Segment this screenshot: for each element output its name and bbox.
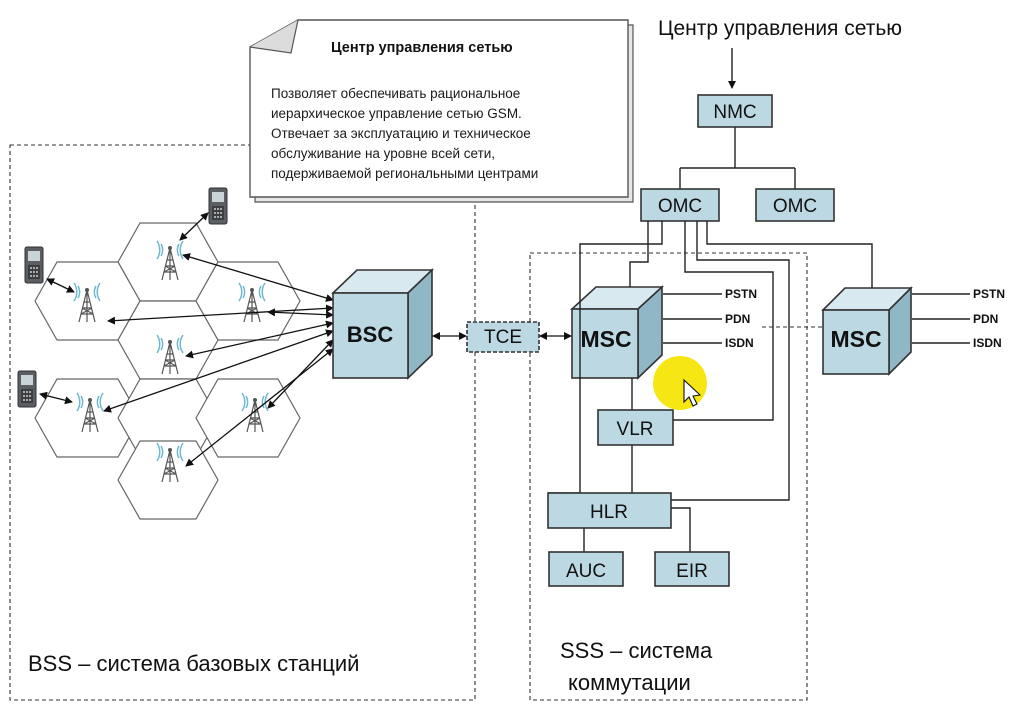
- sss-label-line1: SSS – система: [560, 638, 713, 663]
- vlr-node: VLR: [597, 409, 674, 446]
- eir-node: EIR: [654, 551, 730, 587]
- msc1-port-isdn: ISDN: [725, 336, 754, 350]
- tce-label: TCE: [484, 327, 522, 348]
- bss-region: [9, 144, 476, 701]
- bsc-node: BSC: [331, 268, 434, 380]
- sss-region: [529, 252, 808, 701]
- hex-cell: [195, 261, 301, 341]
- nmc-node: NMC: [697, 94, 773, 128]
- omc-node-2: OMC: [755, 188, 835, 222]
- hlr-node: HLR: [547, 492, 672, 529]
- tce-node: TCE: [466, 321, 540, 353]
- auc-node: AUC: [548, 551, 624, 587]
- msc2-port-pstn: PSTN: [973, 287, 1005, 301]
- omc-node-1: OMC: [640, 188, 720, 222]
- msc2-label: MSC: [830, 326, 881, 352]
- mouse-cursor-icon: [683, 378, 702, 407]
- omc1-label: OMC: [658, 196, 702, 217]
- sss-label-line2: коммутации: [568, 670, 691, 695]
- note-line: иерархическое управление сетью GSM.: [271, 106, 522, 121]
- note-card: Центр управления сетью Позволяет обеспеч…: [249, 19, 634, 203]
- mobile-phone-icon: [24, 246, 44, 284]
- mobile-phone-icon: [17, 370, 37, 408]
- header-title: Центр управления сетью: [658, 17, 902, 40]
- msc2-port-pdn: PDN: [973, 312, 998, 326]
- note-line: Позволяет обеспечивать рациональное: [271, 86, 520, 101]
- note-line: подерживаемой региональными центрами: [271, 166, 538, 181]
- nmc-label: NMC: [713, 102, 756, 123]
- auc-label: AUC: [566, 561, 606, 582]
- tower-bsc-links: [103, 253, 334, 467]
- cursor-highlight: [653, 356, 707, 410]
- eir-label: EIR: [676, 561, 708, 582]
- omc2-label: OMC: [773, 196, 817, 217]
- msc2-port-isdn: ISDN: [973, 336, 1002, 350]
- msc1-label: MSC: [580, 326, 631, 352]
- msc1-port-pstn: PSTN: [725, 287, 757, 301]
- vlr-label: VLR: [617, 419, 654, 440]
- msc-node-1: MSC: [569, 285, 665, 380]
- mobile-phone-icon: [208, 187, 228, 225]
- msc1-port-pdn: PDN: [725, 312, 750, 326]
- hlr-label: HLR: [590, 502, 628, 523]
- msc-node-2: MSC: [821, 286, 913, 376]
- bss-label: BSS – система базовых станций: [28, 651, 359, 676]
- note-line: Отвечает за эксплуатацию и техническое: [271, 126, 531, 141]
- note-title: Центр управления сетью: [331, 40, 513, 56]
- bsc-label: BSC: [347, 322, 394, 347]
- note-line: обслуживание на уровне всей сети,: [271, 146, 495, 161]
